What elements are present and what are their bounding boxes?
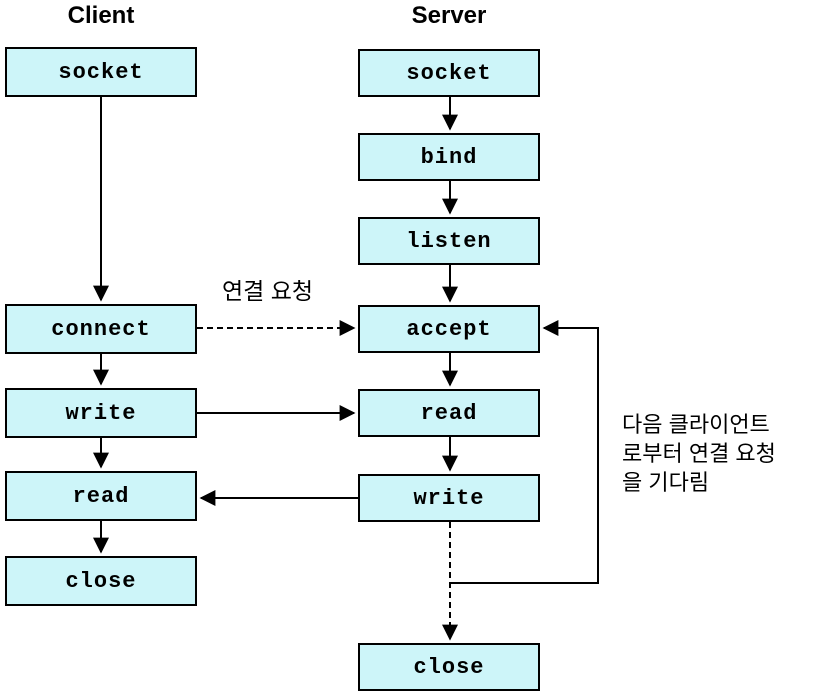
server-step-read: read	[358, 389, 540, 437]
server-step-write: write	[358, 474, 540, 522]
wait-note-line-1: 다음 클라이언트	[622, 412, 770, 437]
wait-note-line-2: 로부터 연결 요청	[622, 441, 776, 466]
server-step-bind: bind	[358, 133, 540, 181]
client-step-write: write	[5, 388, 197, 438]
server-step-close: close	[358, 643, 540, 691]
connection-request-label: 연결 요청	[222, 278, 314, 304]
loop-back-to-accept	[451, 320, 599, 584]
server-column-title: Server	[411, 2, 487, 29]
wait-note-line-3: 을 기다림	[622, 470, 710, 495]
wait-next-client-note: 다음 클라이언트 로부터 연결 요청 을 기다림	[622, 410, 776, 497]
client-step-connect: connect	[5, 304, 197, 354]
client-column-title: Client	[67, 2, 135, 29]
server-step-socket: socket	[358, 49, 540, 97]
client-step-socket: socket	[5, 47, 197, 97]
client-step-read: read	[5, 471, 197, 521]
server-step-accept: accept	[358, 305, 540, 353]
client-step-close: close	[5, 556, 197, 606]
server-step-listen: listen	[358, 217, 540, 265]
